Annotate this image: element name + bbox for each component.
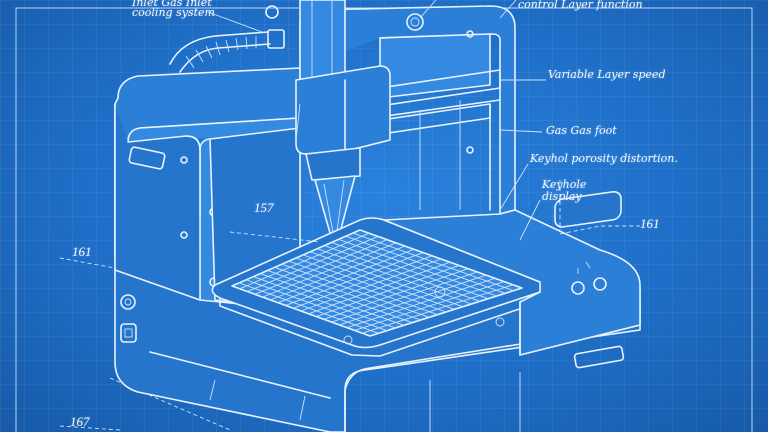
label-keyhole2-line2: display (542, 190, 582, 203)
label-cooling-system: cooling system (132, 6, 215, 19)
port-round-icon (120, 294, 136, 310)
label-variable: Variable Layer speed (548, 68, 666, 81)
control-panel (383, 190, 641, 369)
side-port-panel (120, 294, 137, 343)
plate-grid-line (346, 277, 496, 329)
label-keyhole: Keyhol porosity distortion. (530, 152, 678, 165)
leader-lines (499, 0, 546, 241)
dimension-lines (59, 0, 640, 431)
plate-grid-line (352, 232, 514, 292)
dimension-right: 161 (640, 216, 660, 231)
top-knob-icon (406, 13, 424, 31)
side-vent-slot (128, 146, 166, 170)
panel-vent (573, 345, 625, 369)
dimension-center: 157 (254, 200, 274, 215)
cooling-hose (169, 5, 285, 73)
label-cooling-top: Inlet Gas Inlet (132, 0, 212, 9)
label-control: control Layer function (518, 0, 643, 11)
plate-grid-line (345, 235, 506, 294)
label-keyhole2-line1: Keyhole (542, 178, 587, 191)
dimension-bottom: 167 (70, 414, 90, 429)
panel-display (554, 190, 622, 228)
label-gas: Gas Gas foot (546, 124, 617, 137)
build-plate (211, 217, 545, 357)
port-square-icon (120, 323, 137, 343)
plate-grid-line (354, 281, 505, 331)
dimension-left: 161 (72, 244, 92, 259)
plate-grid-line (362, 284, 514, 334)
